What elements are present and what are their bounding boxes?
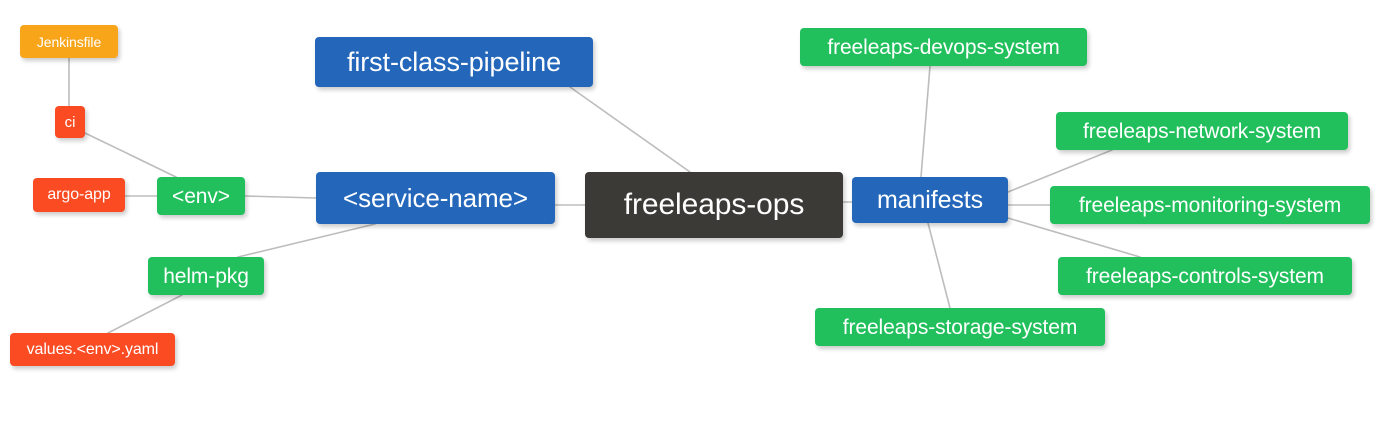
node-freeleaps-devops-system[interactable]: freeleaps-devops-system [800,28,1087,66]
node-values-env-yaml[interactable]: values.<env>.yaml [10,333,175,366]
node-label-jenkinsfile: Jenkinsfile [36,33,102,50]
node-label-freeleaps-monitoring-system: freeleaps-monitoring-system [1078,193,1342,217]
node-label-manifests: manifests [876,185,984,214]
edge-ci-to-env [84,132,177,178]
edge-first-class-pipeline-to-freeleaps-ops [569,86,691,173]
node-helm-pkg[interactable]: helm-pkg [148,257,264,295]
edge-manifests-to-freeleaps-storage-system [927,222,951,309]
node-freeleaps-network-system[interactable]: freeleaps-network-system [1056,112,1348,150]
node-label-helm-pkg: helm-pkg [163,264,249,288]
node-label-freeleaps-network-system: freeleaps-network-system [1082,119,1321,143]
node-freeleaps-storage-system[interactable]: freeleaps-storage-system [815,308,1105,346]
node-label-freeleaps-devops-system: freeleaps-devops-system [827,35,1060,59]
edge-env-to-service-name [244,195,317,199]
node-label-service-name: <service-name> [342,183,529,213]
node-label-freeleaps-storage-system: freeleaps-storage-system [842,315,1078,339]
node-env[interactable]: <env> [157,177,245,215]
edge-helm-pkg-to-values-env-yaml [107,294,183,334]
node-freeleaps-controls-system[interactable]: freeleaps-controls-system [1058,257,1352,295]
node-manifests[interactable]: manifests [852,177,1008,223]
node-label-env: <env> [172,184,230,208]
node-jenkinsfile[interactable]: Jenkinsfile [20,25,118,58]
node-argo-app[interactable]: argo-app [33,178,125,212]
node-ci[interactable]: ci [55,106,85,138]
edge-service-name-to-helm-pkg [237,223,376,258]
node-first-class-pipeline[interactable]: first-class-pipeline [315,37,593,87]
node-label-ci: ci [64,113,76,131]
node-label-freeleaps-controls-system: freeleaps-controls-system [1086,264,1324,288]
node-service-name[interactable]: <service-name> [316,172,555,224]
node-freeleaps-ops[interactable]: freeleaps-ops [585,172,843,238]
node-label-values-env-yaml: values.<env>.yaml [26,340,159,358]
node-freeleaps-monitoring-system[interactable]: freeleaps-monitoring-system [1050,186,1370,224]
node-label-freeleaps-ops: freeleaps-ops [623,188,805,221]
node-label-first-class-pipeline: first-class-pipeline [346,46,562,77]
node-label-argo-app: argo-app [47,186,111,203]
edge-manifests-to-freeleaps-devops-system [920,65,931,178]
